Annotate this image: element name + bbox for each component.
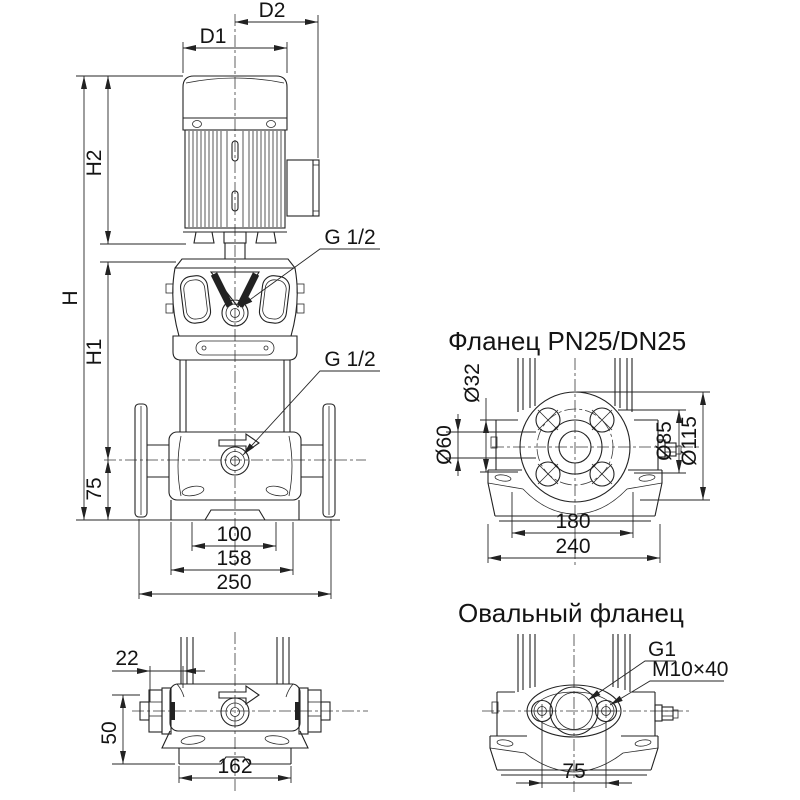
drain-plug: [220, 446, 250, 476]
terminal-box: [286, 159, 320, 217]
lantern-bolt: [165, 303, 174, 314]
bottom-view-pipes: [180, 637, 290, 684]
lantern-bolt: [165, 283, 174, 294]
dim-240-label: 240: [555, 535, 590, 558]
flange-view: Фланец PN25/DN25: [433, 326, 710, 566]
foot-slot: [264, 735, 290, 745]
dim-d2-label: D2: [259, 0, 286, 22]
bolt-circle: [536, 408, 614, 486]
dim-50-label: 50: [98, 721, 121, 744]
bolt-holes: [535, 407, 615, 487]
left-union: [139, 687, 175, 735]
dim-250-label: 250: [216, 571, 251, 594]
dim-h-label: H: [59, 290, 82, 305]
dim-22-label: 22: [115, 647, 138, 670]
flow-arrow: [218, 684, 260, 706]
oval-view-labels: G1 M10×40 75: [516, 638, 728, 788]
oval-view-pipes: [517, 634, 631, 692]
dim-d1-label: D1: [200, 25, 227, 48]
round-flange: [519, 391, 631, 503]
oval-base-feet: [489, 735, 659, 776]
side-plug: [654, 704, 663, 722]
drain-plug-label: G 1/2: [324, 348, 375, 371]
foot-slot: [180, 735, 206, 745]
vent-plug-label: G 1/2: [324, 226, 375, 249]
flange-view-title: Фланец PN25/DN25: [448, 326, 686, 356]
bottom-view-dimensions: 22 50 162: [98, 647, 292, 783]
oval-flange-view: Овальный фланец: [458, 598, 728, 792]
motor: [182, 75, 320, 259]
bottom-view: 22 50 162: [98, 632, 368, 792]
stage-sleeve: [179, 360, 291, 432]
main-view-dimensions: D1 D2 H H2 H1 75 100 158: [59, 0, 340, 599]
lantern-bolt: [296, 303, 305, 314]
pump-base: [134, 403, 336, 521]
thread-label: G1: [648, 638, 676, 661]
dim-100-label: 100: [216, 523, 251, 546]
bolt-label: M10×40: [652, 658, 728, 681]
motor-fins: [188, 131, 282, 227]
bottom-view-body: [139, 683, 331, 765]
oval-flange: [526, 684, 622, 738]
oval-view-title: Овальный фланец: [458, 598, 684, 628]
dim-d60-label: Ø60: [433, 425, 456, 465]
oval-flange-bolts: [530, 699, 618, 723]
vent-plug: [221, 299, 249, 327]
dim-h2-label: H2: [83, 150, 106, 177]
dim-d85-label: Ø85: [653, 421, 676, 461]
dim-d115-label: Ø115: [678, 416, 701, 466]
dim-162-label: 162: [217, 755, 252, 778]
nameplate: [195, 340, 275, 356]
plug-leaders: G 1/2 G 1/2: [239, 226, 380, 456]
main-view: G 1/2 G 1/2 D1 D2 H H2 H1 75: [59, 0, 380, 599]
flange-pipes: [517, 358, 633, 412]
lantern-bolt: [296, 283, 305, 294]
dim-75-oval-label: 75: [562, 760, 585, 783]
foot-slot: [181, 485, 205, 497]
oval-view-body: [491, 691, 679, 736]
flange-body: [490, 419, 682, 470]
flange-view-dimensions: Ø32 Ø60 Ø85 Ø115 180 240: [433, 363, 710, 563]
dim-180-label: 180: [555, 510, 590, 533]
flange-base-feet: [487, 469, 663, 522]
vent-slot-bottom: [231, 190, 239, 212]
suction-flange: [134, 403, 148, 518]
discharge-flange: [322, 403, 336, 518]
flow-arrow: [218, 432, 260, 454]
dim-d32-label: Ø32: [461, 363, 484, 403]
foot-slot: [265, 485, 289, 497]
right-union: [295, 687, 331, 735]
dim-158-label: 158: [216, 547, 251, 570]
plug: [220, 697, 250, 727]
guard-window-left: [180, 275, 212, 324]
dim-h1-label: H1: [83, 339, 106, 366]
vent-slot-top: [231, 140, 239, 162]
dim-75-label: 75: [83, 477, 106, 500]
